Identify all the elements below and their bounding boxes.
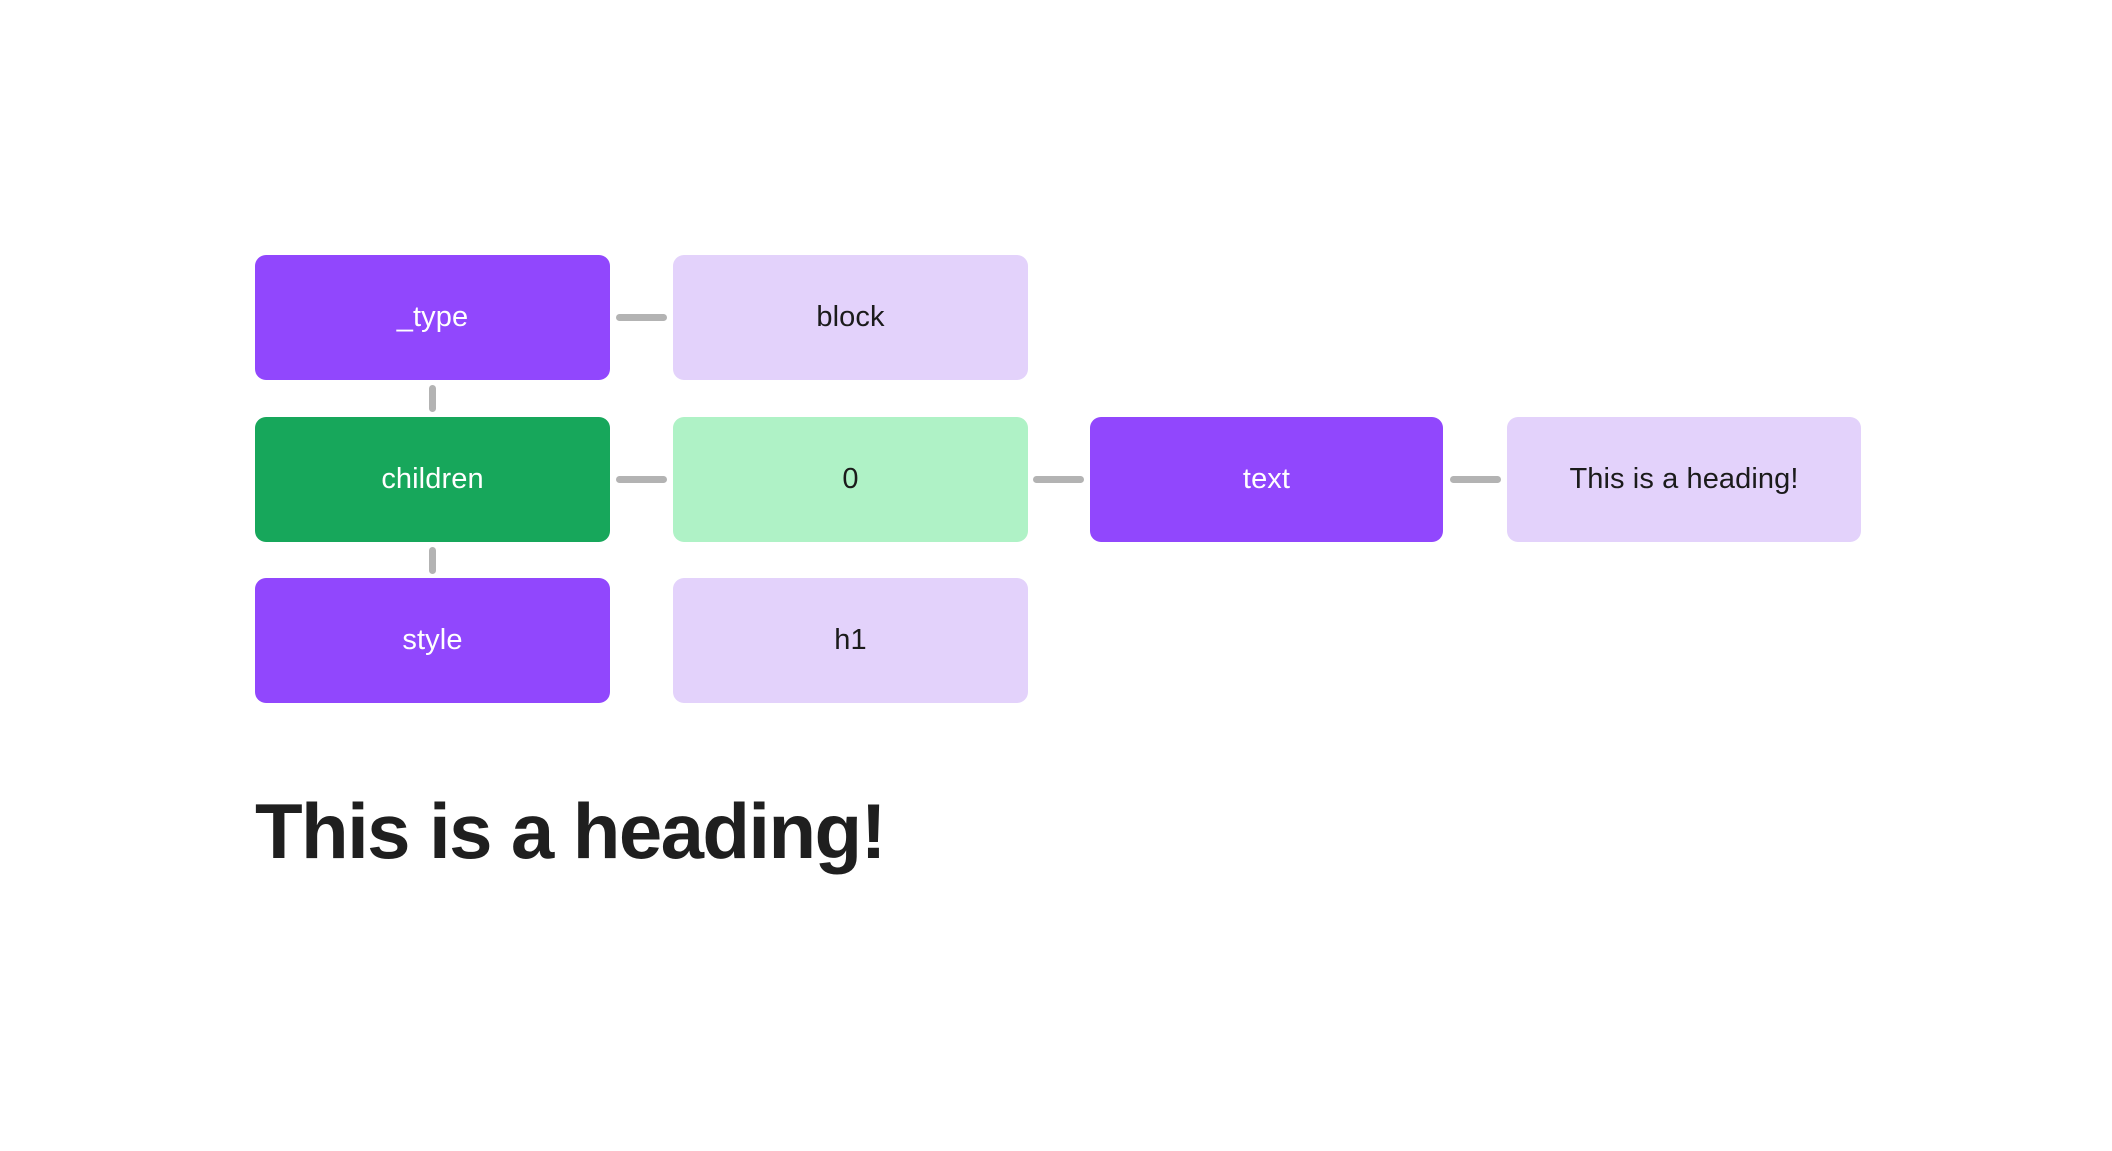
connector-text-to-value xyxy=(1450,476,1501,483)
connector-children-to-style xyxy=(429,547,436,574)
node-children-key[interactable]: children xyxy=(255,417,610,542)
node-text-value[interactable]: This is a heading! xyxy=(1507,417,1861,542)
rendered-heading-output: This is a heading! xyxy=(255,787,887,875)
node-style-value[interactable]: h1 xyxy=(673,578,1028,703)
node-style-key[interactable]: style xyxy=(255,578,610,703)
node-children-index[interactable]: 0 xyxy=(673,417,1028,542)
connector-index-to-text xyxy=(1033,476,1084,483)
node-type-value[interactable]: block xyxy=(673,255,1028,380)
connector-type-to-children xyxy=(429,385,436,412)
node-type-key[interactable]: _type xyxy=(255,255,610,380)
connector-type-to-block xyxy=(616,314,667,321)
connector-children-to-index xyxy=(616,476,667,483)
node-text-key[interactable]: text xyxy=(1090,417,1443,542)
